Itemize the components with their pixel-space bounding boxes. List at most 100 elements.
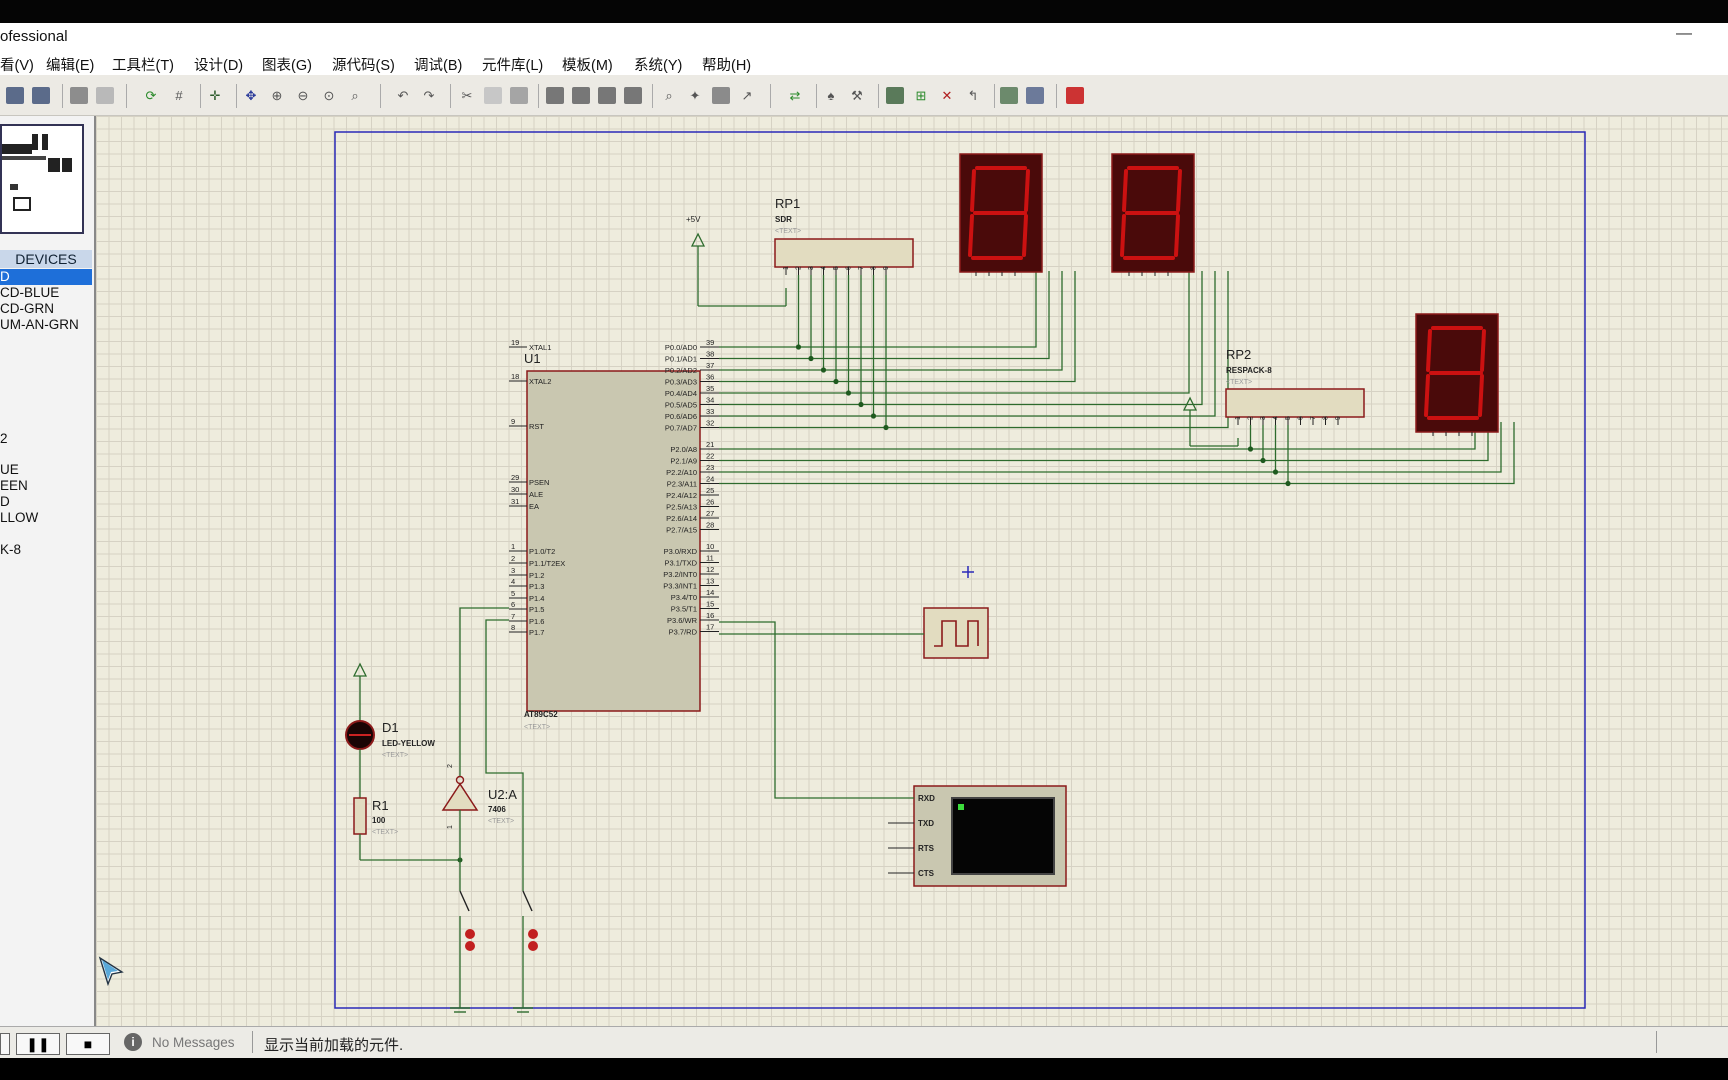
step-button[interactable] [0,1033,10,1055]
u1-pin-name: P0.7/AD7 [665,424,697,433]
switch-1[interactable] [450,890,475,1013]
copy-icon[interactable] [484,87,502,104]
ares-icon[interactable] [1066,87,1084,104]
import-icon[interactable] [32,87,50,104]
menu-template[interactable]: 模板(M) [562,58,613,74]
menu-system[interactable]: 系统(Y) [634,58,683,74]
u1-pin-name: P0.5/AD5 [665,401,697,410]
minimize-icon[interactable]: — [1676,25,1692,42]
device-item[interactable]: K-8 [0,542,22,557]
u1-pin-number: 35 [706,384,714,393]
menu-graph[interactable]: 图表(G) [262,58,312,74]
cut-icon[interactable]: ✂ [461,88,473,103]
pick-device-icon[interactable]: ⌕ [665,88,673,103]
u2a-inverter[interactable]: 2 1 U2:A 7406 <TEXT> [441,607,524,891]
package-tool-icon[interactable] [712,87,730,104]
exit-sheet-icon[interactable]: ↰ [967,88,979,103]
terminal-pin-label: RXD [918,794,935,803]
u1-pin-number: 33 [706,407,714,416]
u1-pin-name: P1.2 [529,571,544,580]
r1-value: 100 [372,816,386,825]
d1-ref: D1 [382,720,399,735]
mouse-pointer-icon [98,956,124,987]
device-item[interactable]: CD-BLUE [0,285,60,300]
block-rotate-icon[interactable] [598,87,616,104]
zoom-all-icon[interactable]: ⊙ [323,88,335,103]
overview-window[interactable] [0,124,84,234]
device-item[interactable]: UE [0,462,19,477]
remove-sheet-icon[interactable]: ✕ [941,88,953,103]
u1-pin-name: P3.5/T1 [671,605,697,614]
port0-wires [719,271,1229,431]
undo-icon[interactable]: ↶ [397,88,409,103]
u2a-pin-in: 1 [447,825,454,829]
device-item[interactable]: EEN [0,478,28,493]
device-item[interactable]: D [0,494,10,509]
rp-pin-number: 3 [808,266,815,270]
open-icon[interactable] [6,87,24,104]
wire-autorouter-icon[interactable]: ⇄ [789,88,801,103]
u1-pin-number: 39 [706,338,714,347]
device-item[interactable]: CD-GRN [0,301,54,316]
bill-of-materials-icon[interactable] [1000,87,1018,104]
seven-segment-display-1[interactable]: 8 [959,153,1043,276]
rp-pin-number: 1 [783,266,790,270]
block-copy-icon[interactable] [546,87,564,104]
u1-pin-name: P2.3/A11 [667,480,697,489]
u1-pin-number: 27 [706,509,714,518]
device-item[interactable]: D [0,269,92,285]
block-delete-icon[interactable] [624,87,642,104]
block-move-icon[interactable] [572,87,590,104]
device-item[interactable]: LLOW [0,510,39,525]
power-terminal[interactable]: +5V [686,215,787,307]
u1-pin-number: 2 [511,554,515,563]
seven-segment-display-3[interactable]: 8 [1415,313,1499,436]
device-item[interactable]: 2 [0,431,8,446]
search-tag-icon[interactable]: ♠ [827,88,835,103]
refresh-icon[interactable]: ⟳ [145,88,157,103]
u1-pin-number: 34 [706,396,714,405]
stop-button[interactable]: ■ [66,1033,110,1055]
print-icon[interactable] [70,87,88,104]
u1-pin-name: P2.6/A14 [666,514,697,523]
make-device-icon[interactable]: ✦ [689,88,701,103]
add-sheet-icon[interactable]: ⊞ [915,88,927,103]
menu-library[interactable]: 元件库(L) [482,58,544,74]
redo-icon[interactable]: ↷ [423,88,435,103]
seven-segment-display-2[interactable]: 8 [1111,153,1195,276]
netlist-icon[interactable] [1026,87,1044,104]
u1-pin-number: 4 [511,577,515,586]
property-tool-icon[interactable]: ⚒ [851,88,863,103]
pan-icon[interactable]: ✥ [245,88,257,103]
led-circuit[interactable]: D1 LED-YELLOW <TEXT> R1 100 <TEXT> [345,662,463,863]
switch-2[interactable] [513,890,538,1013]
decompose-icon[interactable]: ↗ [741,88,753,103]
origin-icon[interactable]: ✛ [209,88,221,103]
pause-button[interactable]: ❚❚ [16,1033,60,1055]
grid-icon[interactable]: # [175,88,183,103]
menu-design[interactable]: 设计(D) [194,58,244,74]
device-item[interactable]: UM-AN-GRN [0,317,79,332]
zoom-area-icon[interactable]: ⌕ [351,88,359,103]
menu-toolbar[interactable]: 工具栏(T) [112,58,175,74]
zoom-out-icon[interactable]: ⊖ [297,88,309,103]
paste-icon[interactable] [510,87,528,104]
menu-source[interactable]: 源代码(S) [332,58,395,74]
clock-generator[interactable] [719,607,989,659]
new-sheet-icon[interactable] [886,87,904,104]
menu-edit[interactable]: 编辑(E) [46,58,95,74]
zoom-in-icon[interactable]: ⊕ [271,88,283,103]
menu-help[interactable]: 帮助(H) [702,58,752,74]
menu-view[interactable]: 看(V) [0,58,34,74]
menu-debug[interactable]: 调试(B) [414,58,463,74]
u1-text: <TEXT> [524,724,550,731]
u1-microcontroller[interactable]: U1 AT89C52 <TEXT> 19XTAL118XTAL29RST29PS… [509,338,719,731]
page-icon[interactable] [96,87,114,104]
messages-status[interactable]: No Messages [152,1035,235,1050]
